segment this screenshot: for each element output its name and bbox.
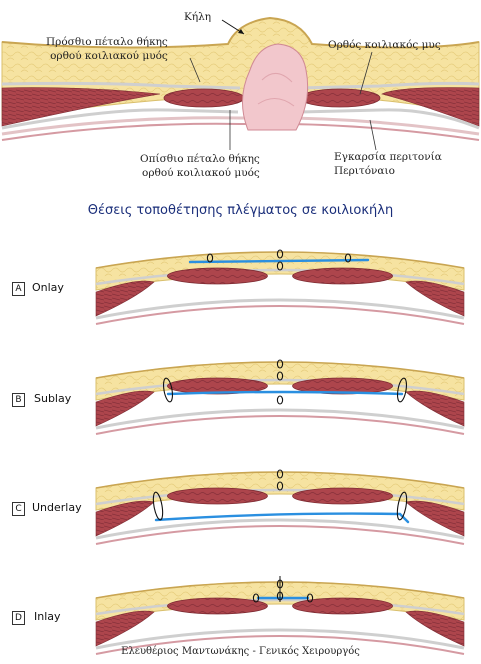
panel-peritoneum-inlay (95, 635, 465, 655)
panel-posterior-sheath-onlay (95, 298, 465, 320)
peritoneum-line (1, 122, 480, 141)
suture-lateral-left-underlay (152, 491, 164, 521)
technique-name-sublay: Sublay (34, 392, 72, 405)
suture-lateral-left-sublay (162, 377, 174, 403)
panel-skin-onlay (95, 251, 465, 269)
mesh-underlay (154, 512, 410, 524)
panel-lateral-right-inlay (405, 610, 465, 647)
panel-rectus-left-inlay (167, 597, 268, 615)
panel-onlay (95, 249, 465, 325)
mesh-sublay (166, 390, 404, 396)
technique-letter-a: A (12, 282, 25, 296)
panel-rectus-right-underlay (292, 487, 393, 505)
lateral-muscle-left (1, 87, 161, 127)
rectus-muscle-left (163, 88, 245, 108)
panel-peritoneum-underlay (95, 525, 465, 545)
suture-right-inlay (306, 593, 314, 603)
technique-panels (95, 249, 465, 655)
label-rectus-muscle: Ορθός κοιλιακός μυς (328, 39, 441, 51)
panel-rectus-left-onlay (167, 267, 268, 285)
transversalis-line (1, 116, 480, 136)
posterior-sheath-line (1, 108, 480, 130)
suture-top-underlay (276, 469, 284, 479)
panel-lateral-right-onlay (405, 280, 465, 317)
technique-name-inlay: Inlay (34, 610, 61, 623)
panel-posterior-sheath-inlay (95, 628, 465, 650)
lateral-muscle-right (381, 87, 480, 127)
skin-line (1, 16, 480, 49)
hernia-sac (242, 43, 309, 131)
suture-lateral-right-underlay (396, 491, 408, 521)
panel-sublay (95, 359, 465, 435)
suture-mid-onlay (276, 261, 284, 271)
panel-lateral-left-onlay (95, 280, 155, 317)
technique-letter-c: C (12, 502, 25, 516)
panel-posterior-sheath-underlay (95, 518, 465, 540)
panel-peritoneum-onlay (95, 305, 465, 325)
technique-letter-b: B (12, 393, 25, 407)
suture-mid-sublay (276, 371, 284, 381)
label-anterior-sheath: Πρόσθιο πέταλο θήκης ορθού κοιλιακού μυό… (46, 36, 168, 62)
panel-skin-underlay (95, 471, 465, 489)
panel-rectus-right-sublay (292, 377, 393, 395)
page-title: Θέσεις τοποθέτησης πλέγματος σε κοιλιοκή… (87, 203, 394, 218)
anterior-sheath-line (1, 81, 480, 90)
label-peritoneum: Περιτόναιο (334, 165, 395, 177)
panel-lateral-left-inlay (95, 610, 155, 647)
rectus-muscle-right (299, 88, 381, 108)
label-hernia: Κήλη (184, 11, 212, 23)
label-transversalis: Εγκαρσία περιτονία (334, 151, 442, 163)
panel-peritoneum-sublay (95, 415, 465, 435)
author-credit: Ελευθέριος Μαντωνάκης - Γενικός Χειρουργ… (121, 646, 360, 657)
panel-underlay (95, 469, 465, 545)
panel-rectus-left-sublay (167, 377, 268, 395)
suture-bottom-sublay (276, 395, 284, 405)
technique-letter-d: D (12, 611, 25, 625)
label-posterior-sheath: Οπίσθιο πέταλο θήκης ορθού κοιλιακού μυό… (140, 153, 260, 179)
panel-lateral-left-sublay (95, 390, 155, 427)
panel-rectus-right-inlay (292, 597, 393, 615)
panel-posterior-sheath-sublay (95, 408, 465, 430)
suture-left-onlay (206, 253, 214, 263)
suture-left-inlay (252, 593, 260, 603)
suture-top-sublay (276, 359, 284, 369)
leader-transversalis (369, 119, 377, 151)
technique-name-underlay: Underlay (32, 501, 82, 514)
panel-rectus-right-onlay (292, 267, 393, 285)
panel-rectus-left-underlay (167, 487, 268, 505)
mesh-onlay (188, 258, 370, 264)
panel-skin-sublay (95, 361, 465, 379)
panel-inlay (95, 576, 465, 655)
suture-top-onlay (276, 249, 284, 259)
technique-name-onlay: Onlay (32, 281, 64, 294)
anatomy-panel (1, 16, 480, 151)
suture-lateral-right-sublay (396, 377, 408, 403)
suture-mid-underlay (276, 481, 284, 491)
suture-right-onlay (344, 253, 352, 263)
leader-rectus (359, 51, 373, 95)
leader-anterior-sheath (189, 57, 201, 83)
